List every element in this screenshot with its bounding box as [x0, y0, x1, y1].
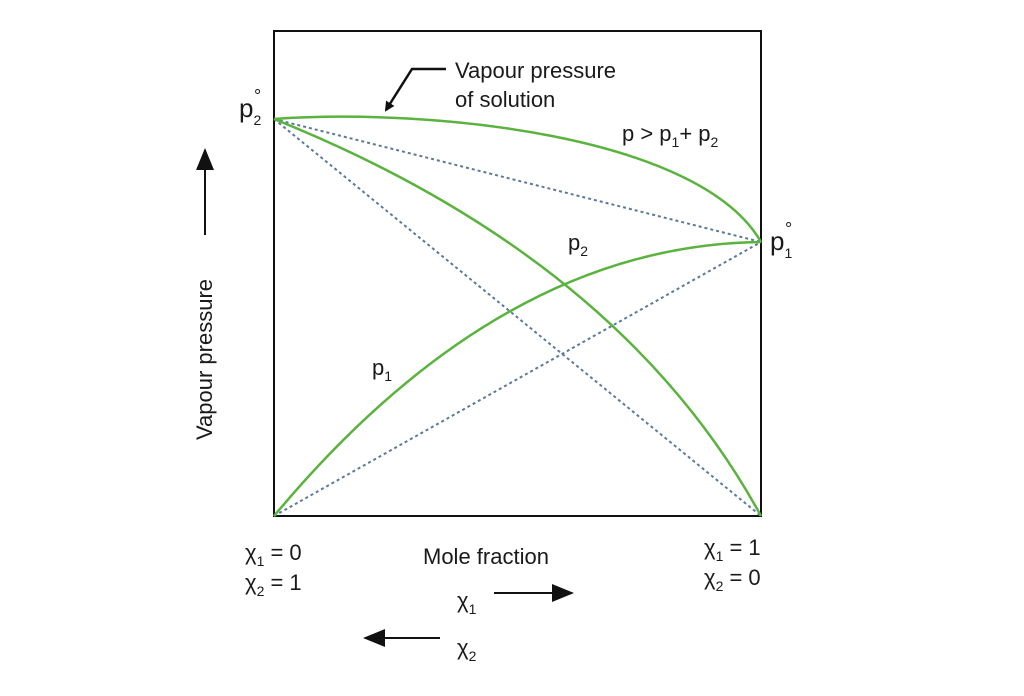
right-end-label: χ1 = 1 χ2 = 0	[704, 535, 767, 594]
left-end-label: χ1 = 0 χ2 = 1	[245, 540, 308, 599]
p1-degree: °	[785, 219, 792, 239]
chi1-arrow-label: χ1	[457, 588, 477, 617]
p2-pure-label: p2	[239, 93, 261, 128]
p2-curve-label: p2	[568, 230, 588, 259]
annotation-arrow	[384, 67, 446, 112]
x-axis-label: Mole fraction	[423, 544, 549, 569]
chi2-arrow-label: χ2	[457, 635, 477, 664]
total-pressure-curve	[273, 115, 763, 243]
relation-label: p > p1+ p2	[622, 121, 719, 150]
p2-curve	[273, 117, 763, 517]
y-axis-label: Vapour pressure	[192, 279, 217, 440]
p1-curve	[273, 240, 762, 517]
annotation-text: Vapour pressure of solution	[455, 58, 622, 112]
p1-curve-label: p1	[372, 355, 392, 384]
plot-frame	[273, 30, 762, 517]
ideal-p2-line	[273, 118, 762, 517]
ideal-p1-line	[273, 241, 762, 517]
p2-degree: °	[254, 86, 261, 106]
p1-pure-label: p1	[770, 226, 792, 261]
